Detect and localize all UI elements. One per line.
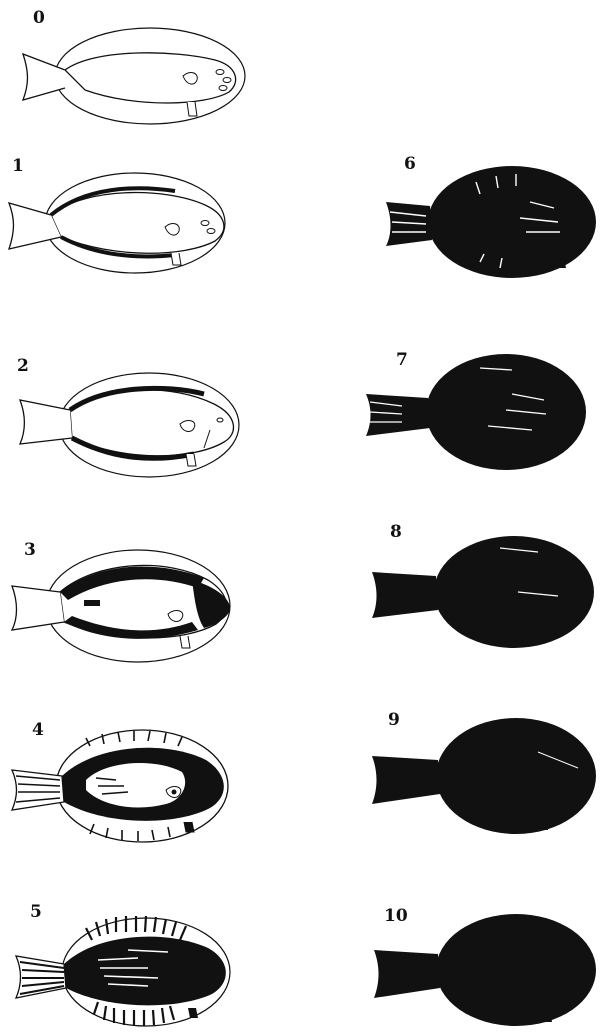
stage-2-fish-illustration	[14, 370, 244, 480]
stage-4-fish-illustration	[6, 726, 236, 846]
stage-1-fish-illustration	[5, 165, 235, 285]
stage-6-fish-illustration	[380, 162, 600, 282]
stage-10-fish-illustration	[370, 908, 600, 1032]
stage-7-fish-illustration	[362, 350, 592, 474]
stage-9-fish-illustration	[368, 712, 598, 842]
stage-3-fish-illustration	[8, 546, 238, 666]
stage-5-fish-illustration	[8, 910, 238, 1030]
stage-0-fish-illustration	[15, 20, 245, 130]
stage-8-fish-illustration	[368, 532, 598, 656]
